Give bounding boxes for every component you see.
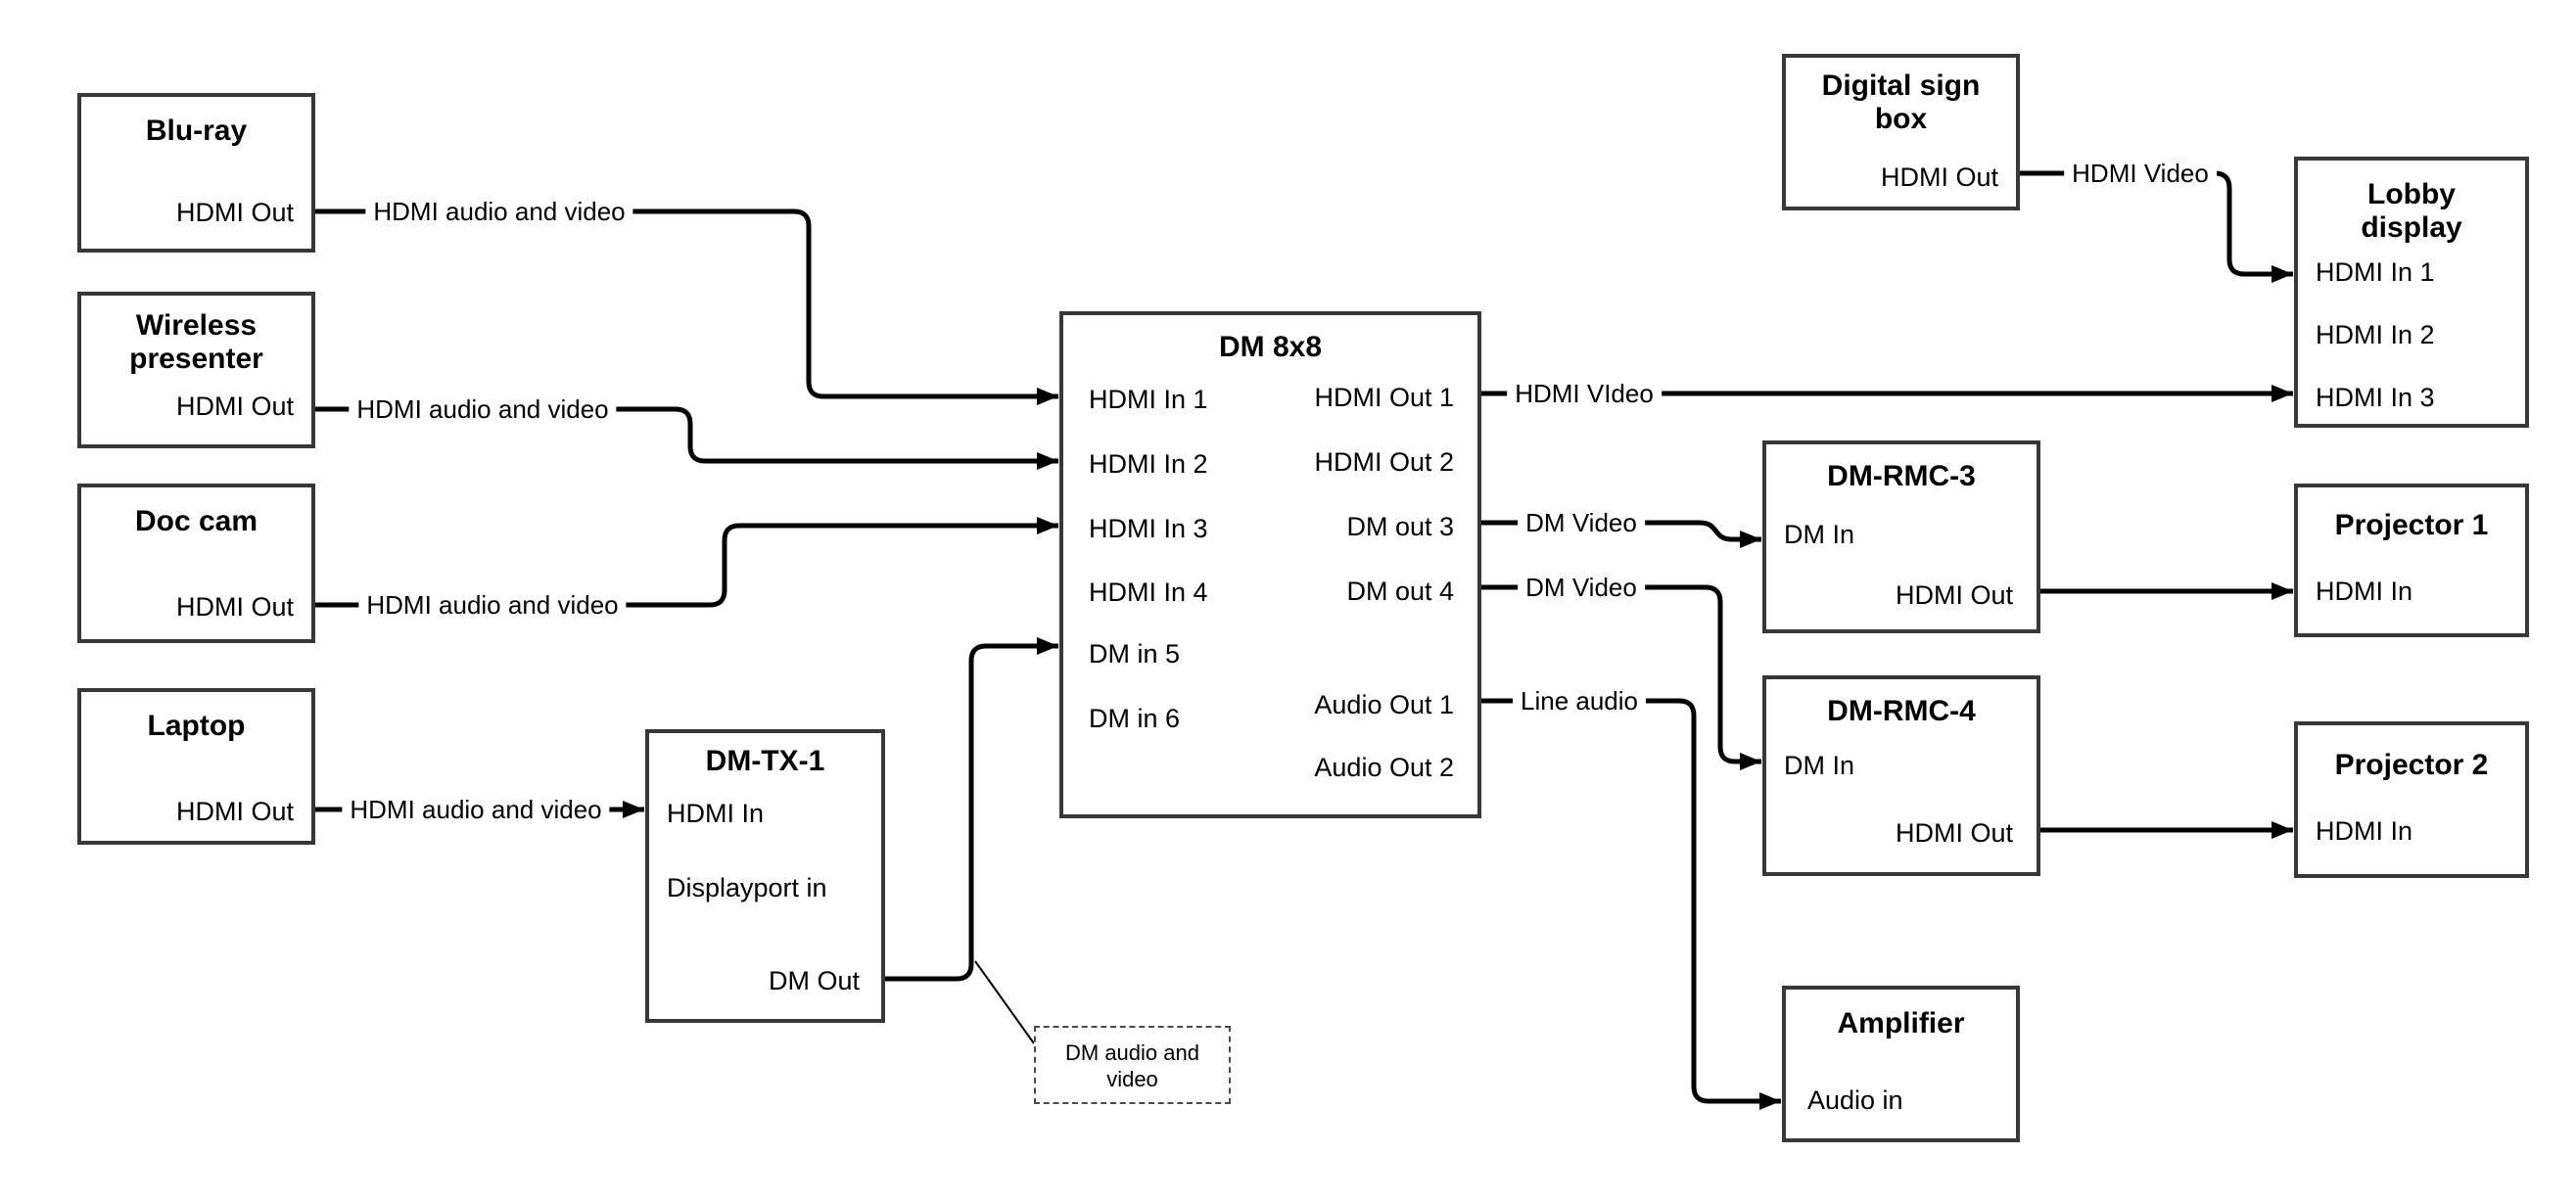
connection-label: DM Video: [1518, 508, 1645, 537]
node-title: DM-RMC-3: [1827, 460, 1976, 492]
node-title: DM 8x8: [1218, 331, 1323, 363]
node-title: Lobby display: [2361, 178, 2462, 244]
port-dm-out-4: DM out 4: [1346, 577, 1454, 606]
port-hdmi-out: HDMI Out: [175, 797, 294, 826]
node-amplifier: Amplifier Audio in: [1782, 986, 2020, 1142]
port-audio-out-1: Audio Out 1: [1314, 690, 1454, 719]
node-lobby-display: Lobby display HDMI In 1 HDMI In 2 HDMI I…: [2294, 157, 2529, 428]
node-title: Projector 1: [2334, 509, 2489, 541]
connection-dm8x8-out3-to-dmrmc3: [1481, 520, 1761, 548]
port-hdmi-in: HDMI In: [2316, 577, 2413, 606]
port-dm-in-6: DM in 6: [1089, 704, 1181, 733]
port-hdmi-out: HDMI Out: [1895, 580, 2013, 610]
node-doc-cam: Doc cam HDMI Out: [77, 484, 315, 643]
node-title: Wireless presenter: [129, 309, 263, 375]
node-title: Doc cam: [134, 505, 258, 537]
node-digital-sign-box: Digital sign box HDMI Out: [1782, 54, 2020, 210]
node-dm-tx-1: DM-TX-1 HDMI In Displayport in DM Out: [645, 729, 885, 1023]
connection-label: HDMI audio and video: [365, 197, 633, 226]
node-wireless-presenter: Wireless presenter HDMI Out: [77, 292, 315, 448]
node-title: Laptop: [147, 710, 246, 742]
connection-dmtx1-to-dm8x8-in5: [885, 637, 1058, 982]
port-audio-in: Audio in: [1807, 1086, 1903, 1115]
port-hdmi-in-1: HDMI In 1: [2316, 257, 2435, 287]
port-hdmi-out: HDMI Out: [1895, 818, 2013, 848]
port-hdmi-out: HDMI Out: [175, 198, 294, 227]
connection-label: HDMI audio and video: [358, 590, 627, 620]
node-projector-2: Projector 2 HDMI In: [2294, 721, 2529, 878]
node-laptop: Laptop HDMI Out: [77, 688, 315, 845]
node-title: Amplifier: [1837, 1007, 1965, 1039]
connection-label: HDMI Video: [2064, 159, 2217, 188]
connection-label: Line audio: [1513, 686, 1646, 716]
connection-label: HDMI VIdeo: [1507, 379, 1662, 408]
port-hdmi-out: HDMI Out: [175, 592, 294, 622]
node-title: DM-TX-1: [705, 745, 825, 777]
connection-dm8x8-out4-to-dmrmc4: [1481, 584, 1761, 770]
node-projector-1: Projector 1 HDMI In: [2294, 484, 2529, 637]
node-title: DM-RMC-4: [1827, 695, 1976, 727]
node-title: Blu-ray: [145, 115, 248, 147]
connection-label: DM Video: [1518, 573, 1645, 602]
port-dm-in: DM In: [1784, 520, 1855, 549]
note-leader-line: [974, 960, 1035, 1044]
port-dm-out: DM Out: [768, 966, 860, 995]
port-hdmi-in: HDMI In: [2316, 816, 2413, 846]
port-dm-in-5: DM in 5: [1089, 639, 1181, 669]
connection-label: HDMI audio and video: [342, 795, 610, 824]
port-hdmi-out: HDMI Out: [175, 392, 294, 421]
connection-label: HDMI audio and video: [349, 394, 617, 424]
port-dm-in: DM In: [1784, 751, 1855, 780]
note-dm-audio-and-video: DM audio and video: [1034, 1026, 1231, 1104]
connection-wireless-to-dm8x8-in2: [315, 406, 1058, 470]
node-title: Projector 2: [2334, 749, 2489, 781]
node-bluray: Blu-ray HDMI Out: [77, 93, 315, 253]
connection-dm8x8-audio1-to-amplifier: [1481, 698, 1781, 1110]
port-hdmi-out-1: HDMI Out 1: [1314, 383, 1454, 412]
node-dm-rmc-3: DM-RMC-3 DM In HDMI Out: [1762, 440, 2040, 633]
node-dm-rmc-4: DM-RMC-4 DM In HDMI Out: [1762, 675, 2040, 876]
connection-bluray-to-dm8x8-in1: [315, 208, 1058, 405]
port-hdmi-out: HDMI Out: [1880, 162, 1998, 192]
port-hdmi-in-2: HDMI In 2: [2316, 320, 2435, 349]
port-hdmi-in-3: HDMI In 3: [1089, 514, 1208, 543]
connection-digitalsign-to-lobby: [2019, 170, 2293, 283]
port-displayport-in: Displayport in: [667, 873, 827, 902]
port-hdmi-out-2: HDMI Out 2: [1314, 447, 1454, 477]
port-hdmi-in-4: HDMI In 4: [1089, 577, 1208, 607]
connection-doccam-to-dm8x8-in3: [315, 517, 1058, 608]
port-hdmi-in-2: HDMI In 2: [1089, 449, 1208, 479]
node-title: Digital sign box: [1821, 69, 1981, 135]
port-hdmi-in-1: HDMI In 1: [1089, 385, 1208, 414]
port-audio-out-2: Audio Out 2: [1314, 753, 1454, 782]
node-dm-8x8-switcher: DM 8x8 HDMI In 1 HDMI In 2 HDMI In 3 HDM…: [1059, 311, 1481, 818]
port-hdmi-in-3: HDMI In 3: [2316, 383, 2435, 412]
port-hdmi-in: HDMI In: [667, 799, 765, 828]
port-dm-out-3: DM out 3: [1346, 512, 1454, 541]
